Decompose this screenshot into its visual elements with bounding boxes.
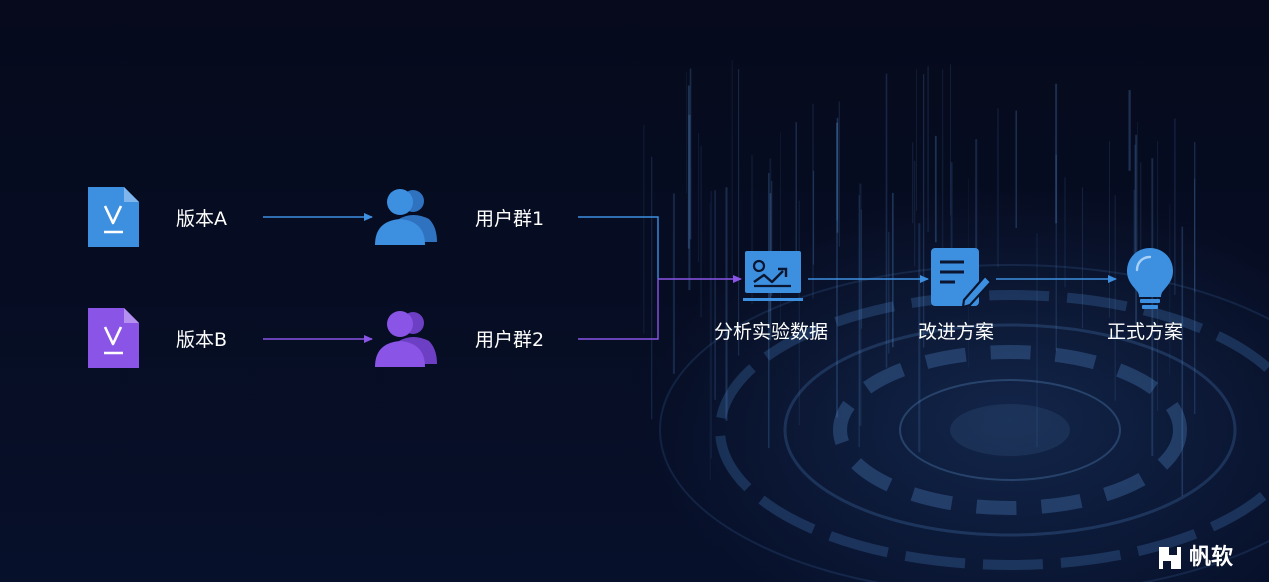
users-icon xyxy=(375,311,437,367)
user-group-2-label: 用户群2 xyxy=(475,329,545,351)
ring-3 xyxy=(783,323,1237,537)
connector-group2 xyxy=(578,279,659,340)
document-v-icon xyxy=(88,308,139,368)
improve-plan-label: 改进方案 xyxy=(918,321,995,343)
variant-a-label: 版本A xyxy=(176,208,227,230)
fanruan-logo-icon xyxy=(1159,547,1181,569)
user-group-1-label: 用户群1 xyxy=(475,208,545,230)
analyze-data-label: 分析实验数据 xyxy=(714,321,829,343)
ring-glow xyxy=(950,404,1070,456)
final-plan-label: 正式方案 xyxy=(1107,321,1184,343)
concentric-rings xyxy=(659,264,1269,582)
ring-2 xyxy=(715,290,1269,570)
ring-outer xyxy=(659,264,1269,582)
ring-inner xyxy=(899,379,1121,481)
connector-group1 xyxy=(578,216,659,279)
brand-watermark: 帆软 xyxy=(1157,545,1233,571)
ring-4 xyxy=(833,345,1187,515)
users-icon xyxy=(375,189,437,245)
document-v-icon xyxy=(88,187,139,247)
variant-b-label: 版本B xyxy=(176,329,228,351)
brand-name: 帆软 xyxy=(1189,545,1234,570)
lightbulb-icon xyxy=(1127,248,1173,309)
chart-board-icon xyxy=(743,251,803,301)
edit-document-icon xyxy=(931,248,993,309)
